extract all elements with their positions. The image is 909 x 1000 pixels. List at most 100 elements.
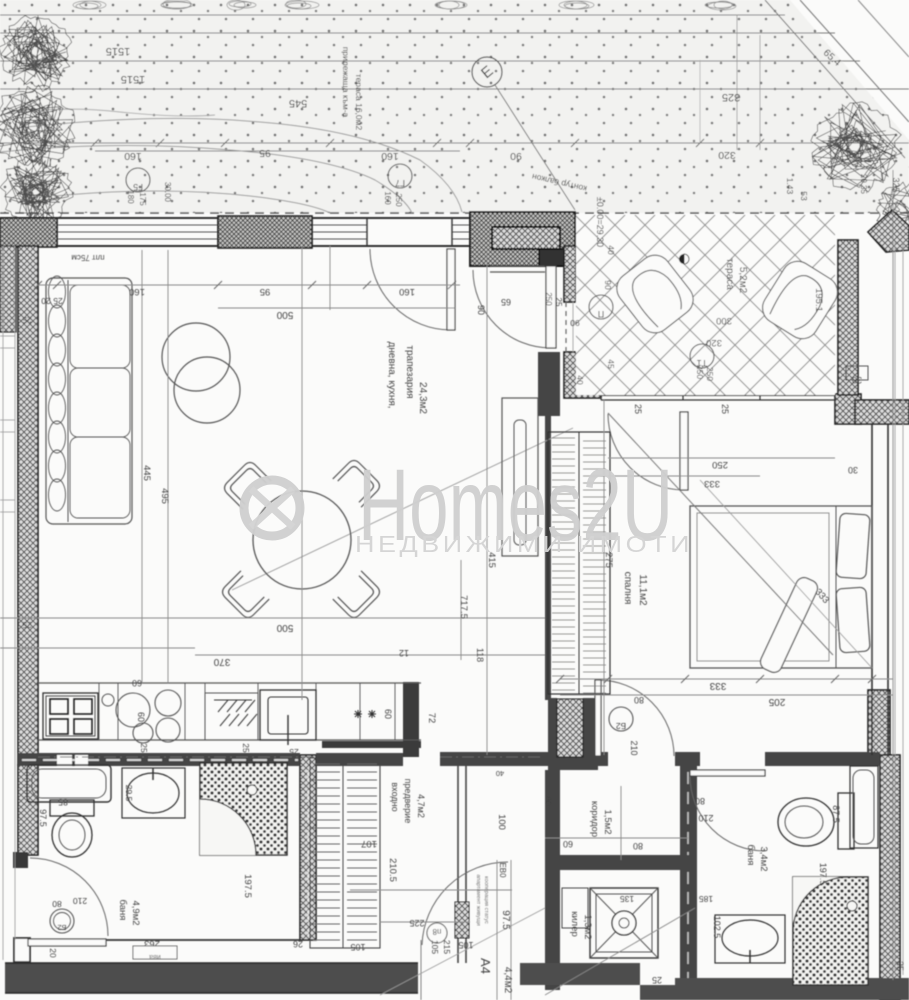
svg-text:п8: п8 — [432, 927, 441, 936]
svg-text:Г5: Г5 — [133, 182, 143, 192]
svg-text:плт 75см: плт 75см — [71, 253, 104, 262]
svg-text:87.5: 87.5 — [831, 805, 841, 823]
svg-text:Б2: Б2 — [57, 923, 66, 932]
svg-text:300: 300 — [716, 315, 732, 326]
svg-text:197.5: 197.5 — [818, 863, 828, 886]
svg-text:тераса: тераса — [724, 258, 735, 290]
svg-text:53: 53 — [799, 191, 809, 201]
svg-text:Г7: Г7 — [395, 178, 405, 188]
svg-text:3,4м2: 3,4м2 — [758, 846, 769, 871]
svg-text:107: 107 — [361, 838, 377, 849]
svg-text:4,9м2: 4,9м2 — [130, 900, 141, 925]
svg-text:1.43: 1.43 — [785, 178, 795, 195]
svg-text:333: 333 — [709, 680, 726, 691]
svg-text:80: 80 — [543, 796, 553, 806]
svg-text:25: 25 — [22, 620, 32, 630]
svg-text:А4: А4 — [478, 958, 493, 974]
svg-text:195.1: 195.1 — [813, 288, 824, 312]
svg-text:20: 20 — [48, 948, 58, 958]
svg-text:263: 263 — [144, 938, 160, 949]
svg-text:80: 80 — [695, 796, 705, 806]
svg-text:717.5: 717.5 — [458, 595, 469, 619]
svg-text:дневна, кухня,: дневна, кухня, — [386, 341, 397, 408]
svg-text:60: 60 — [383, 709, 393, 719]
svg-text:кооперация статус: кооперация статус — [483, 876, 489, 924]
svg-text:105: 105 — [430, 940, 440, 954]
svg-text:180: 180 — [126, 190, 135, 204]
svg-text:30: 30 — [848, 465, 858, 475]
svg-text:5,2м2: 5,2м2 — [737, 267, 748, 294]
svg-text:275: 275 — [603, 552, 614, 568]
svg-text:45: 45 — [606, 359, 616, 369]
svg-text:333: 333 — [704, 478, 720, 489]
svg-text:250: 250 — [394, 193, 403, 207]
svg-text:160: 160 — [124, 150, 142, 162]
svg-text:100: 100 — [496, 814, 507, 830]
svg-text:210.5: 210.5 — [387, 858, 398, 882]
svg-text:±0.00=29.30: ±0.00=29.30 — [595, 197, 605, 247]
svg-text:250: 250 — [712, 459, 728, 470]
svg-text:185: 185 — [699, 894, 713, 904]
svg-text:160: 160 — [383, 191, 392, 205]
svg-text:60: 60 — [136, 712, 146, 722]
svg-text:250: 250 — [705, 367, 715, 381]
svg-text:тераса 16,0м2: тераса 16,0м2 — [354, 74, 364, 131]
svg-text:25: 25 — [720, 404, 730, 414]
svg-text:24,3м2: 24,3м2 — [417, 382, 428, 414]
svg-text:95: 95 — [259, 147, 271, 159]
svg-text:Homes2U: Homes2U — [358, 448, 673, 562]
svg-text:500: 500 — [276, 309, 293, 320]
svg-text:килер: килер — [569, 911, 580, 937]
svg-text:97.5: 97.5 — [500, 910, 511, 930]
svg-text:апартамент живущи: апартамент живущи — [475, 874, 481, 925]
svg-text:25: 25 — [554, 298, 563, 307]
svg-text:215: 215 — [442, 940, 452, 954]
svg-text:105: 105 — [350, 942, 365, 952]
svg-text:25: 25 — [895, 961, 905, 971]
svg-text:102.5: 102.5 — [712, 916, 722, 939]
svg-text:25: 25 — [241, 743, 251, 753]
svg-text:коридор: коридор — [589, 801, 600, 837]
svg-text:105: 105 — [458, 940, 473, 950]
svg-text:29.5: 29.5 — [124, 785, 134, 802]
svg-text:баня: баня — [117, 900, 128, 921]
svg-text:175: 175 — [138, 192, 147, 206]
svg-text:80: 80 — [633, 841, 643, 851]
svg-text:90: 90 — [510, 150, 522, 162]
svg-text:500: 500 — [276, 622, 293, 633]
svg-text:197.5: 197.5 — [242, 874, 253, 898]
svg-text:210: 210 — [629, 740, 639, 755]
svg-text:90: 90 — [603, 280, 613, 290]
svg-text:баня: баня — [745, 845, 756, 866]
svg-text:П: П — [598, 309, 604, 319]
svg-text:предверие: предверие — [403, 779, 413, 824]
svg-text:1515: 1515 — [121, 73, 145, 85]
svg-text:60: 60 — [563, 839, 573, 849]
svg-text:25: 25 — [53, 296, 63, 306]
svg-text:25: 25 — [633, 404, 643, 414]
svg-text:205: 205 — [768, 696, 785, 707]
svg-text:40: 40 — [496, 769, 504, 778]
svg-text:90: 90 — [476, 305, 486, 315]
svg-text:26: 26 — [293, 939, 303, 949]
svg-text:Б2: Б2 — [616, 721, 627, 731]
svg-text:1515: 1515 — [106, 45, 130, 57]
svg-text:370: 370 — [213, 656, 230, 667]
svg-text:250: 250 — [544, 292, 553, 306]
svg-text:80: 80 — [634, 695, 644, 705]
svg-text:НЕДВИЖИМИ ИМОТИ: НЕДВИЖИМИ ИМОТИ — [355, 531, 693, 557]
svg-text:97.5: 97.5 — [38, 809, 48, 827]
svg-text:415: 415 — [486, 552, 497, 568]
svg-text:30.00: 30.00 — [163, 182, 172, 203]
svg-text:4,7м2: 4,7м2 — [416, 794, 426, 818]
svg-text:25: 25 — [22, 315, 32, 325]
svg-text:30: 30 — [852, 375, 862, 385]
svg-text:160: 160 — [381, 150, 399, 162]
svg-text:ива: ива — [149, 953, 161, 960]
svg-text:325: 325 — [722, 91, 740, 103]
svg-text:225: 225 — [409, 918, 424, 928]
svg-text:25: 25 — [289, 747, 299, 757]
svg-text:20: 20 — [41, 296, 51, 306]
svg-text:40: 40 — [575, 375, 585, 385]
svg-text:320: 320 — [706, 337, 722, 348]
